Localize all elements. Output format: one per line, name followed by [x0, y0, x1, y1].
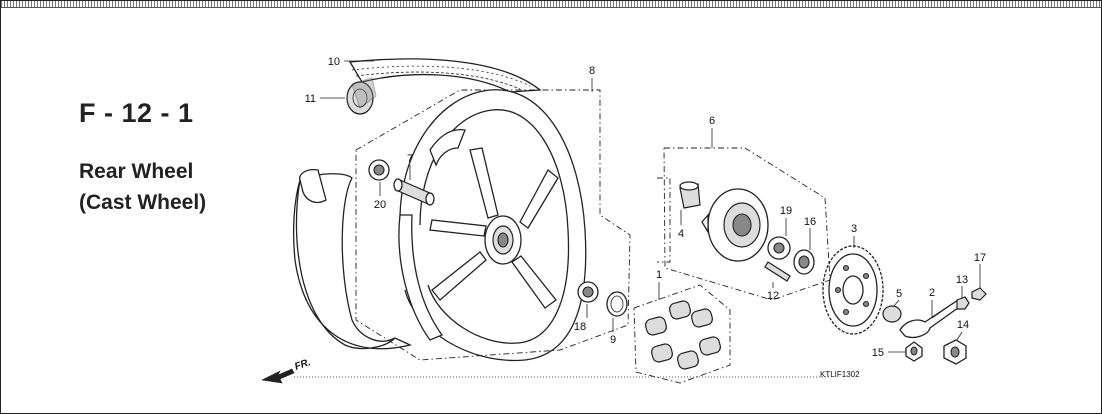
- callout-11[interactable]: 11: [305, 93, 316, 105]
- wheel-damper-rubber[interactable]: [644, 300, 721, 371]
- radial-bearing-right[interactable]: [577, 281, 599, 303]
- callout-7[interactable]: 7: [407, 153, 413, 165]
- callout-14[interactable]: 14: [957, 319, 969, 331]
- axle-collar[interactable]: [882, 305, 902, 323]
- cast-wheel[interactable]: [398, 89, 587, 362]
- callout-15[interactable]: 15: [872, 347, 884, 359]
- damper-group-bracket: [633, 284, 731, 384]
- final-driven-sprocket[interactable]: [822, 245, 884, 335]
- callout-19[interactable]: 19: [780, 205, 792, 217]
- callout-1[interactable]: 1: [656, 269, 662, 281]
- callout-20[interactable]: 20: [374, 199, 386, 211]
- callout-10[interactable]: 10: [328, 56, 340, 68]
- callout-17[interactable]: 17: [974, 252, 986, 264]
- radial-bearing-left[interactable]: [368, 159, 390, 181]
- callout-8[interactable]: 8: [589, 65, 595, 77]
- callout-6[interactable]: 6: [709, 115, 715, 127]
- callout-3[interactable]: 3: [851, 223, 857, 235]
- callout-5[interactable]: 5: [896, 288, 902, 300]
- flange-collar[interactable]: [679, 181, 701, 209]
- wheel-assembly-bracket: [355, 89, 631, 361]
- callout-12[interactable]: 12: [767, 290, 779, 302]
- axle-distance-collar[interactable]: [393, 178, 435, 206]
- diagram-subtitle-line2: (Cast Wheel): [79, 191, 207, 214]
- chain-adjuster-plate[interactable]: [899, 299, 963, 339]
- flange-nut[interactable]: [905, 341, 923, 362]
- flange-oil-seal[interactable]: [793, 249, 815, 275]
- final-driven-flange[interactable]: [701, 188, 769, 262]
- flange-bearing[interactable]: [767, 236, 791, 260]
- flange-inner-bracket: [657, 177, 671, 263]
- axle-nut[interactable]: [943, 339, 967, 365]
- flange-group-bracket: [663, 147, 831, 301]
- sprocket-stud[interactable]: [764, 261, 791, 282]
- front-direction-label: FR.: [293, 357, 312, 373]
- callout-9[interactable]: 9: [610, 334, 616, 346]
- tire[interactable]: [292, 58, 542, 350]
- oil-seal[interactable]: [606, 291, 628, 317]
- front-direction-arrow: FR.: [261, 357, 312, 384]
- diagram-subtitle-line1: Rear Wheel: [79, 160, 194, 183]
- callout-4[interactable]: 4: [678, 228, 684, 240]
- adjuster-bolt[interactable]: [971, 287, 987, 301]
- adjuster-nut[interactable]: [956, 296, 970, 310]
- callout-18[interactable]: 18: [574, 321, 586, 333]
- callout-16[interactable]: 16: [804, 216, 816, 228]
- callout-2[interactable]: 2: [929, 287, 935, 299]
- callout-13[interactable]: 13: [956, 274, 968, 286]
- diagram-code: KTLIF1302: [820, 370, 860, 379]
- leader-lines: [320, 60, 981, 353]
- tube[interactable]: [346, 77, 377, 115]
- page-title: F - 12 - 1: [79, 98, 194, 128]
